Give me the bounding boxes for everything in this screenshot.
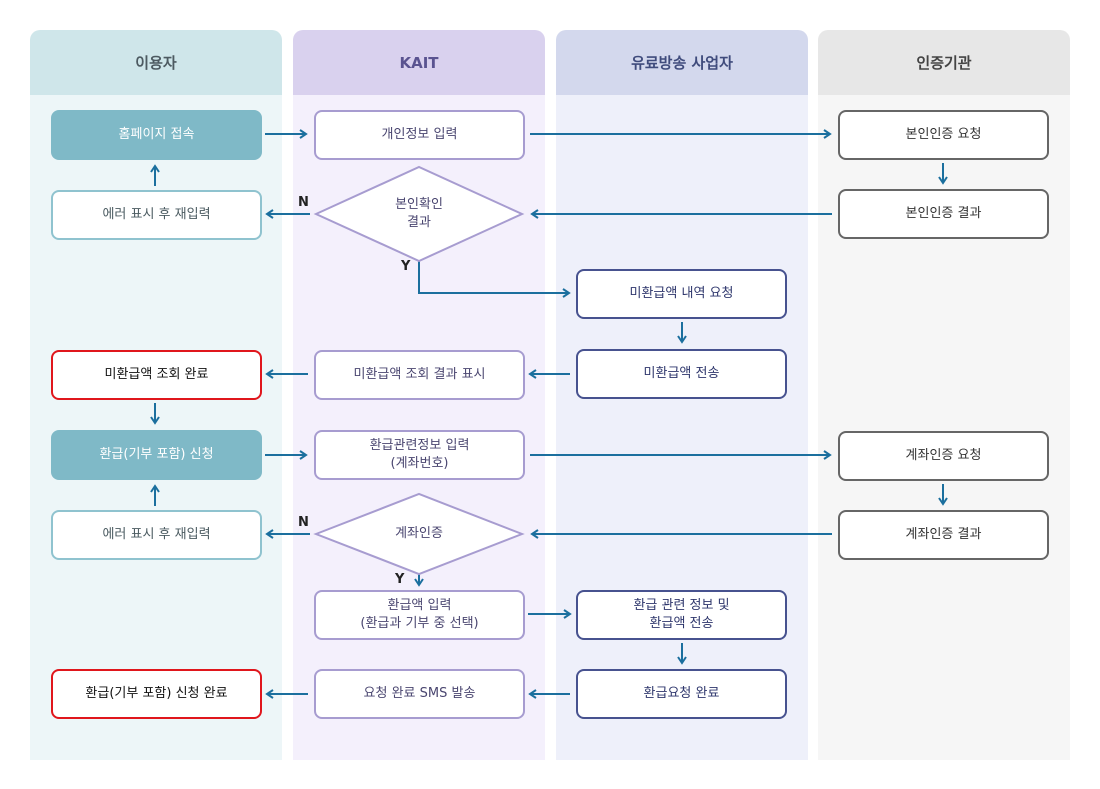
refund-info-transfer-step: 환급 관련 정보 및 환급액 전송 bbox=[576, 590, 787, 640]
lookup-complete-step: 미환급액 조회 완료 bbox=[51, 350, 262, 400]
arrow-diamond1-y bbox=[418, 261, 571, 298]
account-cert-result-step: 계좌인증 결과 bbox=[838, 510, 1049, 560]
lookup-result-display-step: 미환급액 조회 결과 표시 bbox=[314, 350, 525, 400]
account-cert-request-step: 계좌인증 요청 bbox=[838, 431, 1049, 481]
diamond-identity-check bbox=[313, 165, 525, 263]
lane-header-kait: KAIT bbox=[293, 30, 545, 95]
lane-header-provider: 유료방송 사업자 bbox=[556, 30, 808, 95]
branch-label-n-1: N bbox=[298, 195, 309, 210]
branch-label-y-2: Y bbox=[395, 572, 405, 587]
refund-request-complete-step: 환급요청 완료 bbox=[576, 669, 787, 719]
lane-header-cert: 인증기관 bbox=[818, 30, 1070, 95]
refund-apply-step: 환급(기부 포함) 신청 bbox=[51, 430, 262, 480]
history-request-step: 미환급액 내역 요청 bbox=[576, 269, 787, 319]
personal-info-input-step: 개인정보 입력 bbox=[314, 110, 525, 160]
amount-transfer-step: 미환급액 전송 bbox=[576, 349, 787, 399]
lane-header-user: 이용자 bbox=[30, 30, 282, 95]
refund-amount-input-step: 환급액 입력 (환급과 기부 중 선택) bbox=[314, 590, 525, 640]
homepage-access-step: 홈페이지 접속 bbox=[51, 110, 262, 160]
branch-label-y-1: Y bbox=[401, 259, 411, 274]
error-reenter-step-1: 에러 표시 후 재입력 bbox=[51, 190, 262, 240]
error-reenter-step-2: 에러 표시 후 재입력 bbox=[51, 510, 262, 560]
identity-check-label: 본인확인 결과 bbox=[395, 197, 443, 230]
diamond-account-check bbox=[313, 492, 525, 576]
refund-info-input-step: 환급관련정보 입력 (계좌번호) bbox=[314, 430, 525, 480]
identity-cert-request-step: 본인인증 요청 bbox=[838, 110, 1049, 160]
sms-send-step: 요청 완료 SMS 발송 bbox=[314, 669, 525, 719]
branch-label-n-2: N bbox=[298, 515, 309, 530]
account-check-label: 계좌인증 bbox=[395, 526, 443, 541]
apply-complete-step: 환급(기부 포함) 신청 완료 bbox=[51, 669, 262, 719]
identity-cert-result-step: 본인인증 결과 bbox=[838, 189, 1049, 239]
